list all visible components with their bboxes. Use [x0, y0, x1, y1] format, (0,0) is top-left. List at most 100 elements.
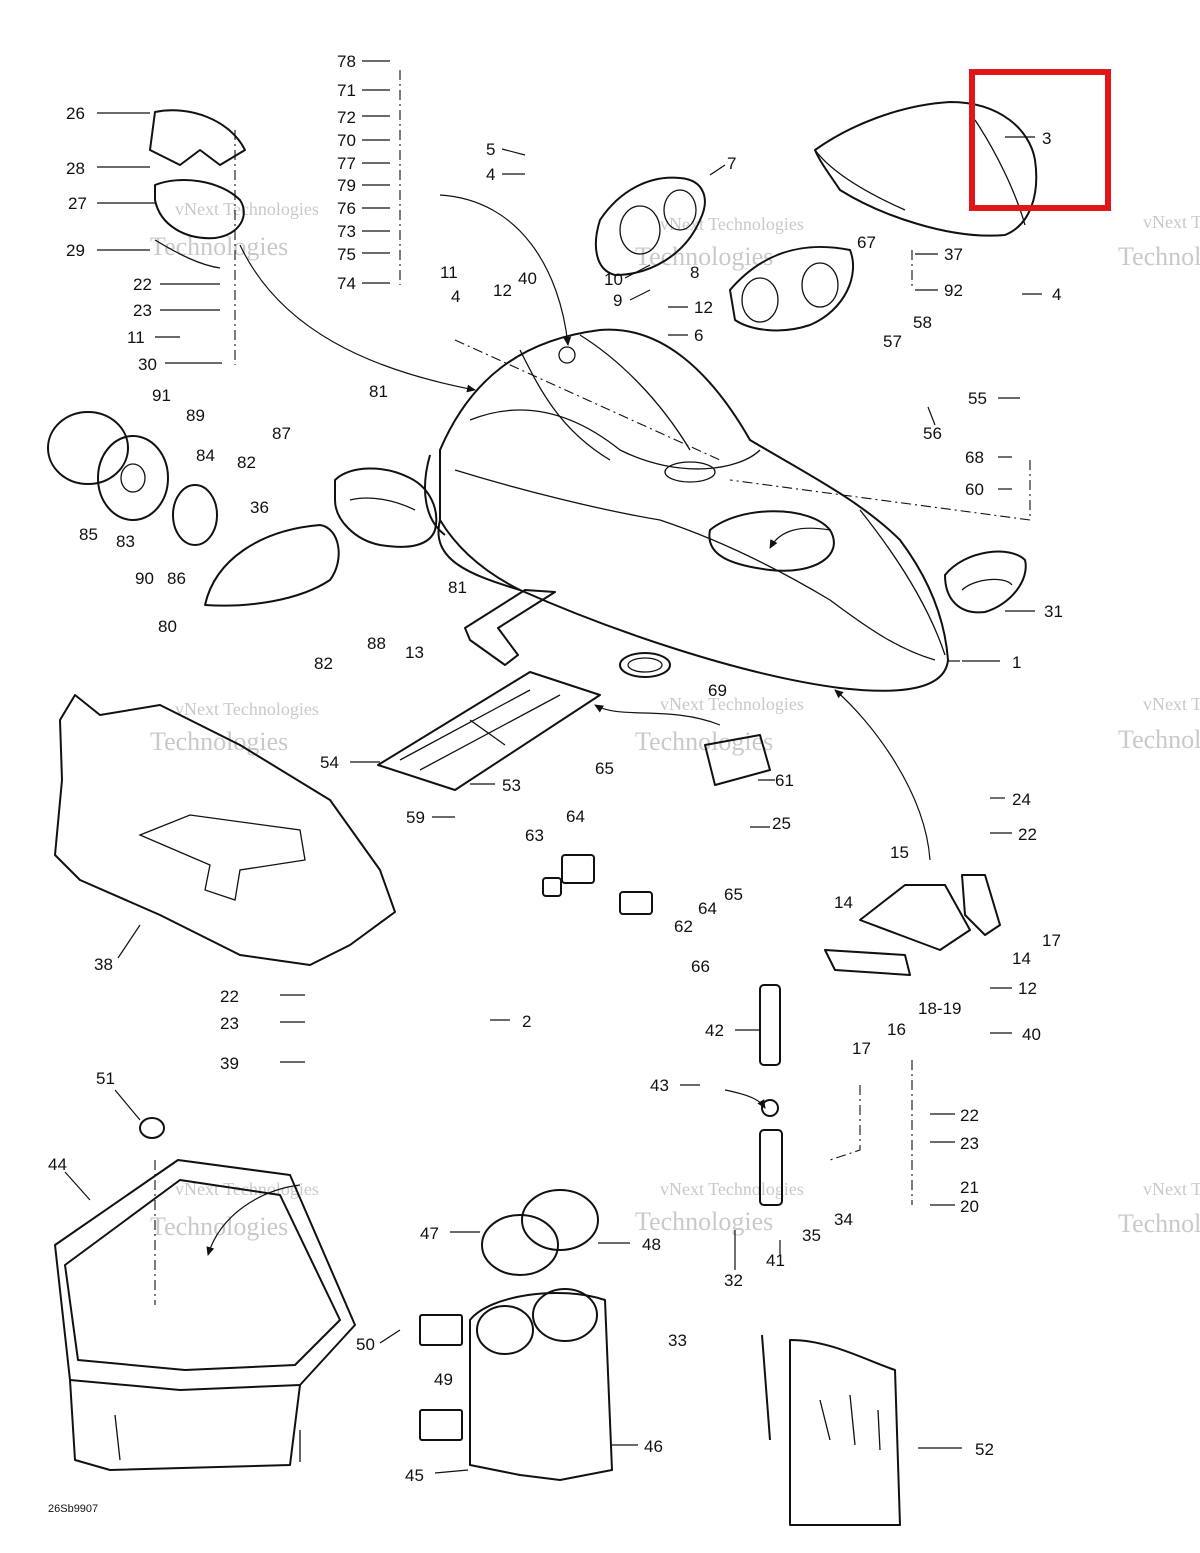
watermark-text: vNext Technologies — [1143, 694, 1200, 714]
watermark-text: Technologies — [150, 1212, 288, 1241]
callout-label: 65 — [724, 885, 743, 904]
callout-label: 81 — [448, 578, 467, 597]
callout-label: 13 — [405, 643, 424, 662]
callout-label: 65 — [595, 759, 614, 778]
callout-label: 9 — [613, 291, 622, 310]
callout-label: 39 — [220, 1054, 239, 1073]
callout-label: 12 — [1018, 979, 1037, 998]
callout-label: 78 — [337, 52, 356, 71]
callout-label: 56 — [923, 424, 942, 443]
callout-label: 11 — [440, 263, 458, 282]
callout-label: 89 — [186, 406, 205, 425]
callout-label: 64 — [566, 807, 585, 826]
callout-label: 32 — [724, 1271, 743, 1290]
callout-label: 82 — [314, 654, 333, 673]
callout-label: 60 — [965, 480, 984, 499]
callout-label: 43 — [650, 1076, 669, 1095]
callout-label: 12 — [493, 281, 512, 300]
watermark-text: vNext Technologies — [175, 199, 319, 219]
watermark-text: vNext Technologies — [660, 214, 804, 234]
highlight-box — [969, 69, 1111, 211]
callout-label: 58 — [913, 313, 932, 332]
watermark-text: Technologies — [1118, 725, 1200, 754]
callout-label: 68 — [965, 448, 984, 467]
callout-label: 82 — [237, 453, 256, 472]
part-drawings — [47, 101, 1038, 1526]
callout-label: 22 — [1018, 825, 1037, 844]
callout-label: 1 — [1012, 653, 1021, 672]
watermark-text: Technologies — [150, 727, 288, 756]
watermark-text: Technologies — [1118, 242, 1200, 271]
callout-label: 87 — [272, 424, 291, 443]
callout-label: 84 — [196, 446, 215, 465]
callout-label: 70 — [337, 131, 356, 150]
callout-label: 63 — [525, 826, 544, 845]
callout-label: 22 — [220, 987, 239, 1006]
callout-label: 12 — [694, 298, 713, 317]
callout-label: 54 — [320, 753, 339, 772]
watermark-text: vNext Technologies — [175, 699, 319, 719]
callout-label: 17 — [1042, 931, 1061, 950]
callout-label: 24 — [1012, 790, 1031, 809]
callout-label: 91 — [152, 386, 171, 405]
callout-label: 55 — [968, 389, 987, 408]
callout-label: 92 — [944, 281, 963, 300]
callout-label: 66 — [691, 957, 710, 976]
watermark-text: vNext Technologies — [1143, 1179, 1200, 1199]
callout-label: 80 — [158, 617, 177, 636]
callout-label: 28 — [66, 159, 85, 178]
watermark-group: vNext Technologies Technologies vNext Te… — [150, 199, 1200, 1241]
callout-label: 71 — [337, 81, 356, 100]
callout-label: 88 — [367, 634, 386, 653]
callout-label: 45 — [405, 1466, 424, 1485]
callout-label: 22 — [960, 1106, 979, 1125]
watermark-text: Technologies — [635, 727, 773, 756]
watermark-text: vNext Technologies — [660, 694, 804, 714]
callout-label: 34 — [834, 1210, 853, 1229]
callout-label: 85 — [79, 525, 98, 544]
callout-label: 76 — [337, 199, 356, 218]
callout-label: 27 — [68, 194, 87, 213]
assembly-arrows — [206, 194, 931, 1256]
callout-label: 74 — [337, 274, 356, 293]
callout-label: 10 — [604, 270, 623, 289]
assembly-lines — [154, 70, 1031, 1305]
callout-label: 23 — [133, 301, 152, 320]
callout-label: 59 — [406, 808, 425, 827]
watermark-text: Technologies — [635, 242, 773, 271]
callout-label: 47 — [420, 1224, 439, 1243]
callout-label: 33 — [668, 1331, 687, 1350]
callout-label: 15 — [890, 843, 909, 862]
callout-label: 51 — [96, 1069, 115, 1088]
watermark-text: Technologies — [1118, 1209, 1200, 1238]
callout-label: 83 — [116, 532, 135, 551]
watermark-text: vNext Technologies — [660, 1179, 804, 1199]
callout-label: 44 — [48, 1155, 67, 1174]
callout-label: 17 — [852, 1039, 871, 1058]
callout-label: 52 — [975, 1440, 994, 1459]
callout-label: 77 — [337, 154, 356, 173]
watermark-text: vNext Technologies — [1143, 212, 1200, 232]
callout-label: 38 — [94, 955, 113, 974]
callout-label: 35 — [802, 1226, 821, 1245]
callout-label: 23 — [960, 1134, 979, 1153]
callout-label: 40 — [518, 269, 537, 288]
callout-label: 37 — [944, 245, 963, 264]
callout-label: 30 — [138, 355, 157, 374]
callout-label: 57 — [883, 332, 902, 351]
figure-code: 26Sb9907 — [48, 1503, 98, 1515]
callout-label: 81 — [369, 382, 388, 401]
callout-label: 26 — [66, 104, 85, 123]
callout-label: 72 — [337, 108, 356, 127]
callout-label: 6 — [694, 326, 703, 345]
callout-label: 22 — [133, 275, 152, 294]
callout-label: 64 — [698, 899, 717, 918]
callout-label: 4 — [1052, 285, 1061, 304]
callout-label: 67 — [857, 233, 876, 252]
callout-label: 42 — [705, 1021, 724, 1040]
callout-label: 48 — [642, 1235, 661, 1254]
callout-label: 23 — [220, 1014, 239, 1033]
callout-label: 4 — [486, 165, 495, 184]
callout-label: 3 — [1042, 129, 1051, 148]
callout-label: 21 — [960, 1178, 979, 1197]
